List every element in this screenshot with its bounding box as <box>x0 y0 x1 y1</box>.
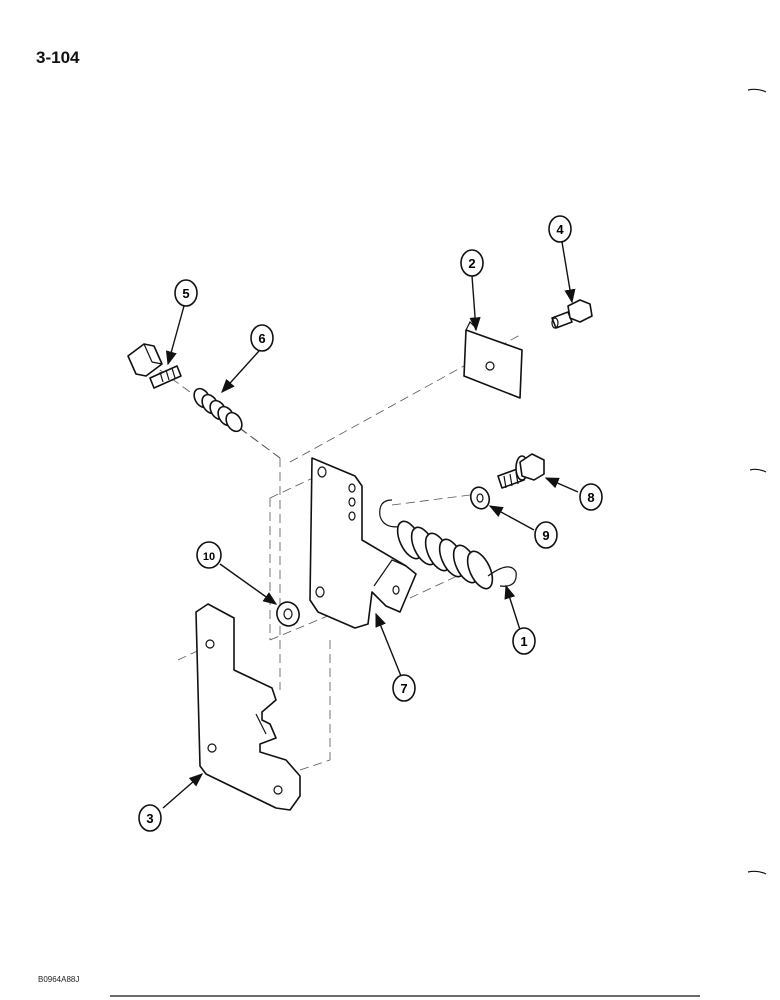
figure-code: B0964A88J <box>38 975 80 984</box>
small-bolt-part-4 <box>551 299 593 329</box>
callout-8: 8 <box>579 483 603 511</box>
callout-label-4: 4 <box>556 222 564 237</box>
washer-part-9 <box>469 486 491 510</box>
leader-lines <box>162 241 579 809</box>
callout-label-1: 1 <box>520 634 527 649</box>
callout-5: 5 <box>174 279 198 307</box>
callout-1: 1 <box>512 627 536 655</box>
callout-label-7: 7 <box>400 681 407 696</box>
callout-label-8: 8 <box>587 490 594 505</box>
callout-6: 6 <box>250 324 274 352</box>
callout-3: 3 <box>138 804 162 832</box>
clip-plate-part-2 <box>463 320 523 399</box>
hex-bolt-part-5 <box>127 343 182 389</box>
compression-spring-part-6 <box>193 387 243 433</box>
callout-10: 10 <box>196 541 222 569</box>
callout-label-2: 2 <box>468 256 475 271</box>
margin-marks <box>110 88 767 997</box>
callout-9: 9 <box>534 521 558 549</box>
callout-label-10: 10 <box>203 551 215 563</box>
bracket-part-7 <box>309 457 417 629</box>
callout-4: 4 <box>548 215 572 243</box>
callout-label-3: 3 <box>146 811 153 826</box>
extension-spring-part-1 <box>379 499 517 590</box>
page-number: 3-104 <box>36 48 80 67</box>
callout-label-6: 6 <box>258 331 265 346</box>
callout-label-9: 9 <box>542 528 549 543</box>
callout-label-5: 5 <box>182 286 189 301</box>
mounting-plate-part-3 <box>195 603 301 811</box>
washer-part-10 <box>276 601 300 627</box>
callout-7: 7 <box>392 674 416 702</box>
flange-bolt-part-8 <box>497 453 545 489</box>
callout-2: 2 <box>460 249 484 277</box>
